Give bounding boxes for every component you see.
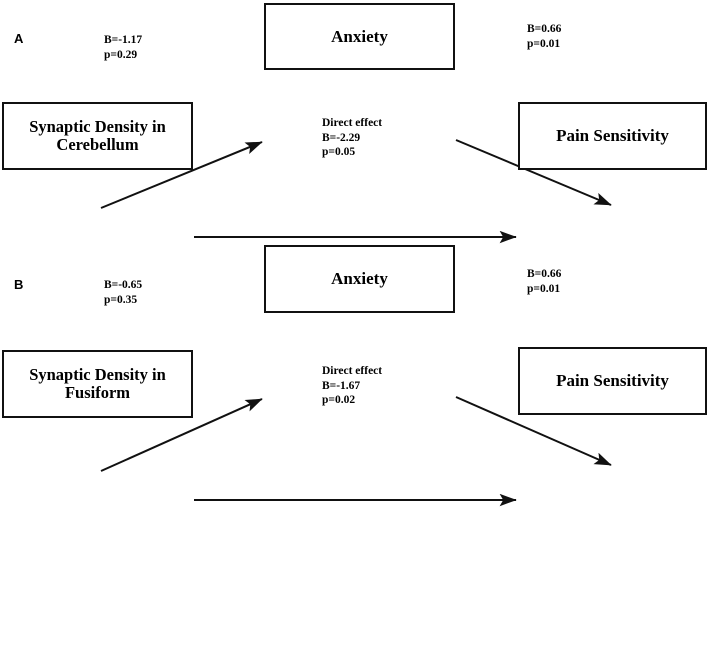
panel-b-path-b-label: B=0.66 p=0.01 [527,267,561,296]
panel-b-node-predictor[interactable]: Synaptic Density in Fusiform [2,350,193,418]
panel-b-path-a-label: B=-0.65 p=0.35 [104,278,142,307]
panel-a-path-b-b: B=0.66 [527,23,562,35]
panel-a-node-outcome[interactable]: Pain Sensitivity [518,102,707,170]
panel-a-node-mediator[interactable]: Anxiety [264,3,455,70]
panel-a-path-a-p: p=0.29 [104,48,138,61]
panel-b-letter: B [14,277,24,292]
panel-b-node-predictor-label: Synaptic Density in Fusiform [29,364,166,402]
panel-a-path-a-b: B=-1.17 [104,34,143,46]
panel-b-path-c-title: Direct effect [322,365,383,377]
panel-a-node-predictor-label: Synaptic Density in Cerebellum [29,116,166,154]
panel-a-path-c-b: B=-2.29 [322,131,361,144]
panel-a-node-mediator-label: Anxiety [331,26,388,46]
panel-b-path-b-b: B=0.66 [527,268,562,280]
panel-b-path-c-b: B=-1.67 [322,379,361,392]
panel-b: B Synaptic Density in Fusiform [0,240,710,507]
panel-a-path-b-p: p=0.01 [527,37,561,50]
panel-b-path-a-b: B=-0.65 [104,279,143,291]
panel-b-node-outcome-label: Pain Sensitivity [556,371,669,391]
panel-b-node-mediator[interactable]: Anxiety [264,245,455,313]
panel-b-path-a-p: p=0.35 [104,293,138,306]
mediation-figure: A Synaptic Density in Cerebellum [0,0,710,507]
panel-a-letter: A [14,31,24,46]
panel-b-path-c-p: p=0.02 [322,394,356,407]
panel-a: A Synaptic Density in Cerebellum [0,0,710,244]
panel-a-node-predictor[interactable]: Synaptic Density in Cerebellum [2,102,193,170]
panel-a-path-a-label: B=-1.17 p=0.29 [104,33,142,62]
panel-a-path-c-label: Direct effect B=-2.29 p=0.05 [322,116,382,160]
panel-b-path-b-p: p=0.01 [527,282,561,295]
panel-b-path-c-label: Direct effect B=-1.67 p=0.02 [322,364,382,408]
panel-a-path-c-title: Direct effect [322,117,383,129]
panel-a-path-b-label: B=0.66 p=0.01 [527,22,561,51]
panel-a-path-c-p: p=0.05 [322,146,356,159]
panel-b-node-mediator-label: Anxiety [331,269,388,289]
panel-a-node-outcome-label: Pain Sensitivity [556,126,669,146]
panel-b-node-outcome[interactable]: Pain Sensitivity [518,347,707,415]
